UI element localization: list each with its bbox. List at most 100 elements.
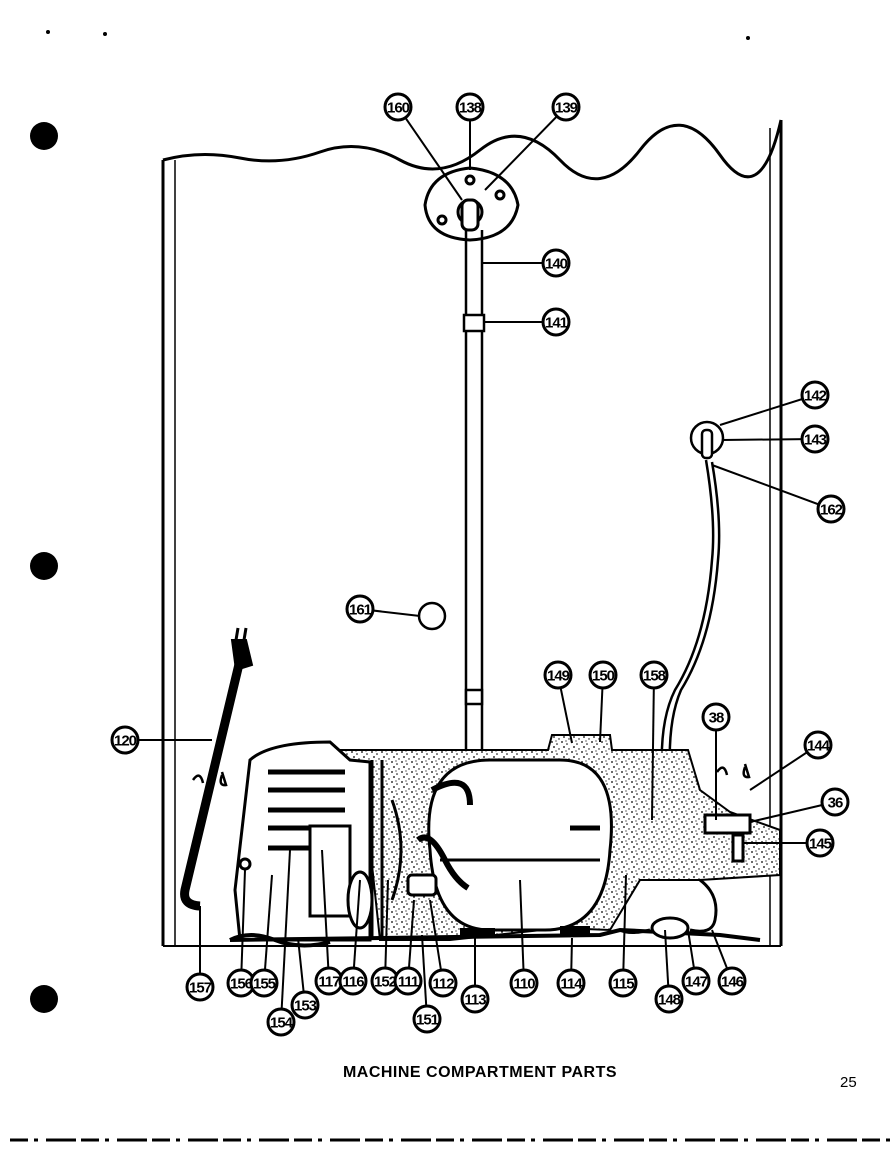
callout-label: 149 [547, 668, 570, 685]
callout-label: 110 [513, 976, 535, 993]
callout-label: 160 [387, 100, 410, 117]
callout-circle [816, 494, 846, 524]
page-number: 25 [840, 1074, 857, 1091]
callout-115: 115 [608, 968, 638, 998]
callout-label: 113 [464, 992, 486, 1009]
callout-circle [701, 702, 731, 732]
speck-top-left [46, 30, 50, 34]
callout-label: 139 [555, 100, 578, 117]
callout-label: 162 [820, 502, 843, 519]
callout-label: 145 [809, 836, 832, 853]
callout-label: 157 [189, 980, 212, 997]
callout-157: 157 [185, 972, 215, 1002]
callout-label: 117 [318, 974, 340, 991]
callout-circle [556, 968, 586, 998]
callout-circle [654, 984, 684, 1014]
callout-circle [639, 660, 669, 690]
callout-label: 111 [398, 974, 419, 991]
callout-label: 115 [612, 976, 634, 993]
callout-circle [412, 1004, 442, 1034]
callout-circle [681, 966, 711, 996]
callout-141: 141 [541, 307, 571, 337]
callout-circle [460, 984, 490, 1014]
callout-circle [455, 92, 485, 122]
callout-139: 139 [551, 92, 581, 122]
callout-140: 140 [541, 248, 571, 278]
callout-circle [551, 92, 581, 122]
callout-label: 152 [374, 974, 397, 991]
callout-label: 148 [658, 992, 681, 1009]
callout-142: 142 [800, 380, 830, 410]
callout-110: 110 [509, 968, 539, 998]
callout-circle [428, 968, 458, 998]
callout-label: 147 [685, 974, 708, 991]
binder-hole-top [30, 122, 58, 150]
callout-label: 138 [459, 100, 482, 117]
callout-circle [185, 972, 215, 1002]
callout-label: 142 [804, 388, 827, 405]
callout-154: 154 [266, 1007, 296, 1037]
callout-label: 153 [294, 998, 317, 1015]
callout-151: 151 [412, 1004, 442, 1034]
callout-circle [249, 968, 279, 998]
callout-label: 161 [349, 602, 372, 619]
callout-143: 143 [800, 424, 830, 454]
callout-114: 114 [556, 968, 586, 998]
callout-156: 156 [226, 968, 256, 998]
speck-top-right [746, 36, 750, 40]
diagram-caption: MACHINE COMPARTMENT PARTS [342, 1064, 618, 1081]
drain-fitting [423, 166, 520, 242]
callout-162: 162 [816, 494, 846, 524]
callout-circle [338, 966, 368, 996]
callout-circle [588, 660, 618, 690]
callout-113: 113 [460, 984, 490, 1014]
callout-label: 155 [253, 976, 276, 993]
callout-circle [805, 828, 835, 858]
callout-117: 117 [314, 966, 344, 996]
condenser-fan [233, 740, 403, 942]
callout-145: 145 [805, 828, 835, 858]
callout-circle [541, 248, 571, 278]
callout-161: 161 [345, 594, 375, 624]
callout-112: 112 [428, 968, 458, 998]
callout-circle [509, 968, 539, 998]
callout-circle [608, 968, 638, 998]
compressor [406, 758, 613, 932]
callout-label: 146 [721, 974, 744, 991]
callout-36: 36 [820, 787, 850, 817]
compressor-mount-right [560, 926, 590, 936]
callout-circle [717, 966, 747, 996]
callout-label: 158 [643, 668, 666, 685]
callout-160: 160 [383, 92, 413, 122]
power-cord [180, 627, 254, 911]
callout-38: 38 [701, 702, 731, 732]
callout-150: 150 [588, 660, 618, 690]
callout-label: 144 [807, 738, 831, 755]
callout-circle [383, 92, 413, 122]
callout-label: 140 [545, 256, 568, 273]
callout-label: 151 [416, 1012, 439, 1029]
callout-153: 153 [290, 990, 320, 1020]
callout-circle [820, 787, 850, 817]
callout-label: 154 [270, 1015, 294, 1032]
callout-149: 149 [543, 660, 573, 690]
callout-label: 143 [804, 432, 827, 449]
compressor-mount [460, 928, 495, 938]
callout-138: 138 [455, 92, 485, 122]
callout-155: 155 [249, 968, 279, 998]
callout-label: 150 [592, 668, 615, 685]
callout-label: 120 [114, 733, 137, 750]
callout-circle [543, 660, 573, 690]
callout-circle [266, 1007, 296, 1037]
callout-158: 158 [639, 660, 669, 690]
callout-label: 38 [709, 710, 724, 727]
speck-top-middle [103, 32, 107, 36]
callout-circle [393, 966, 423, 996]
callout-147: 147 [681, 966, 711, 996]
callout-116: 116 [338, 966, 368, 996]
callout-circle [803, 730, 833, 760]
callout-label: 116 [342, 974, 364, 991]
binder-hole-bottom [30, 985, 58, 1013]
callout-144: 144 [803, 730, 833, 760]
